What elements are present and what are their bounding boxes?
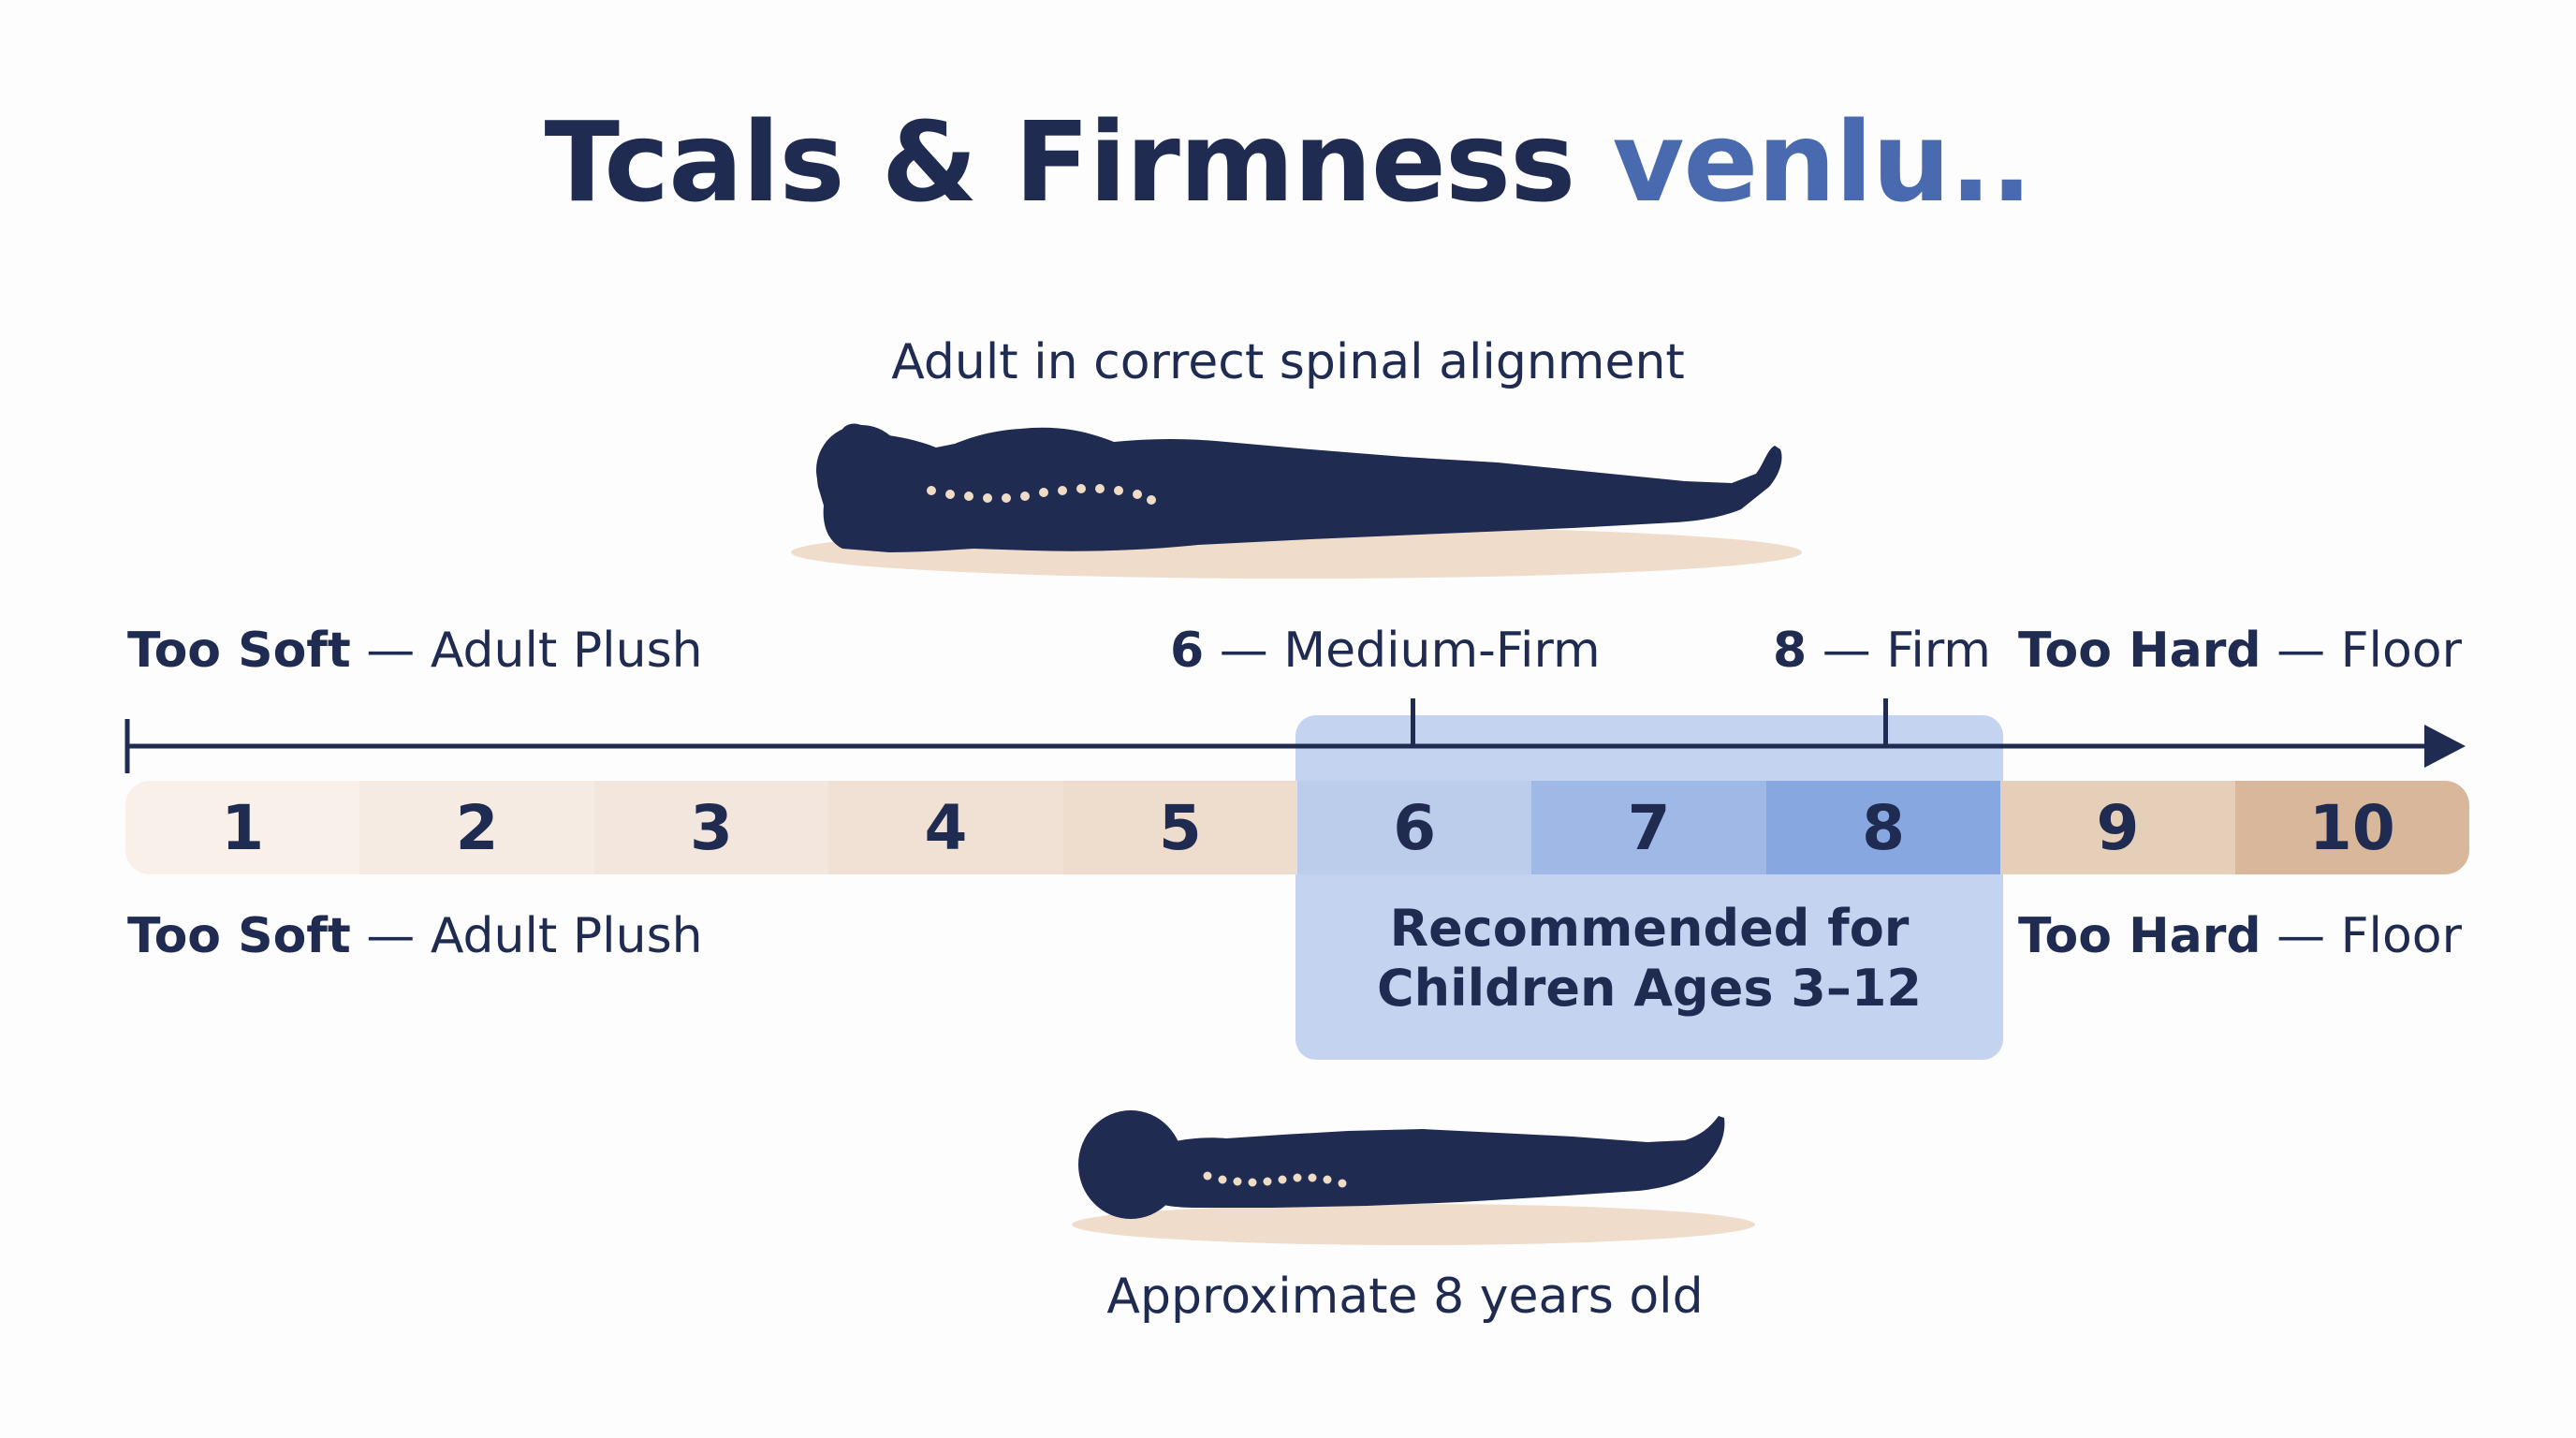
tick-mark-6 bbox=[1411, 698, 1415, 745]
child-silhouette bbox=[1142, 1116, 1725, 1208]
adult-figure-icon bbox=[791, 423, 1802, 579]
scale-level-2: 2 bbox=[359, 781, 594, 874]
page-title: Tcals & Firmness venlu.. bbox=[0, 82, 2576, 242]
adult-spine-dots bbox=[927, 484, 1156, 505]
scale-level-1: 1 bbox=[125, 781, 360, 874]
child-spine-dots bbox=[1203, 1171, 1347, 1188]
too-soft-label-bottom: Too Soft — Adult Plush bbox=[127, 908, 703, 964]
child-head bbox=[1078, 1110, 1183, 1219]
tick-mark-8 bbox=[1883, 698, 1888, 745]
scale-arrow-icon bbox=[124, 719, 2466, 773]
title-main: Tcals & Firmness bbox=[544, 97, 1575, 227]
too-hard-label-bottom: Too Hard — Floor bbox=[2017, 908, 2462, 964]
scale-level-7: 7 bbox=[1531, 781, 1766, 874]
medium-firm-label: 6 — Medium-Firm bbox=[1170, 623, 1601, 679]
scale-level-9: 9 bbox=[2000, 781, 2235, 874]
scale-level-3: 3 bbox=[593, 781, 829, 874]
child-figure-icon bbox=[1072, 1110, 1755, 1245]
too-soft-label-top: Too Soft — Adult Plush bbox=[127, 623, 703, 679]
scale-level-10: 10 bbox=[2234, 781, 2469, 874]
adult-silhouette bbox=[817, 423, 1782, 552]
adult-head bbox=[816, 425, 906, 515]
scale-level-4: 4 bbox=[828, 781, 1063, 874]
scale-level-6: 6 bbox=[1297, 781, 1532, 874]
recommended-zone bbox=[1295, 715, 2003, 1060]
child-caption: Approximate 8 years old bbox=[1106, 1269, 1704, 1325]
child-shadow bbox=[1072, 1204, 1755, 1245]
title-accent: venlu.. bbox=[1612, 97, 2032, 227]
scale-level-8: 8 bbox=[1765, 781, 2001, 874]
recommended-label: Recommended for Children Ages 3–12 bbox=[1377, 899, 1922, 1018]
firm-label: 8 — Firm bbox=[1773, 623, 1991, 679]
adult-caption: Adult in correct spinal alignment bbox=[891, 334, 1685, 390]
too-hard-label-top: Too Hard — Floor bbox=[2017, 623, 2462, 679]
scale-level-5: 5 bbox=[1062, 781, 1298, 874]
